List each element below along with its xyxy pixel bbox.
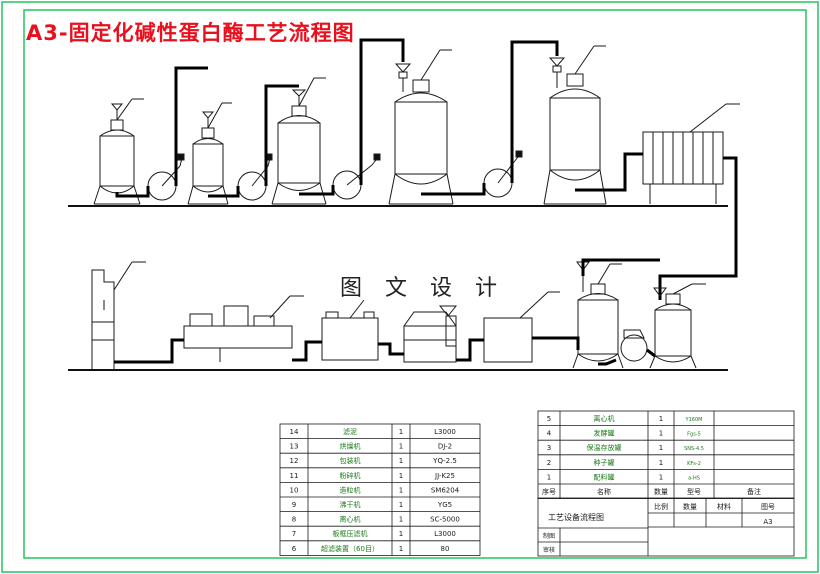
pump-1 bbox=[147, 153, 185, 201]
parts-row-name: 发酵罐 bbox=[594, 429, 615, 438]
parts-row-name: 烘燥机 bbox=[340, 442, 361, 451]
parts-row-name: 离心机 bbox=[594, 414, 615, 423]
parts-row-no: 1 bbox=[547, 473, 551, 481]
parts-row-qty: 1 bbox=[399, 545, 403, 553]
vessel-lower-b bbox=[649, 283, 706, 369]
parts-row-model: Y160M bbox=[685, 417, 703, 423]
title-block-cell: 比例 bbox=[654, 502, 668, 511]
parts-row-model: JJ-K25 bbox=[434, 472, 455, 480]
title-block-cell: 数量 bbox=[683, 502, 697, 511]
parts-row-name: 滤泥 bbox=[343, 427, 357, 436]
parts-row-name: 配料罐 bbox=[594, 472, 615, 481]
parts-row-no: 12 bbox=[290, 457, 299, 465]
parts-row-model: DJ-2 bbox=[438, 443, 452, 451]
title-block-cell: 图号 bbox=[761, 503, 775, 511]
parts-row-qty: 1 bbox=[399, 443, 403, 451]
parts-row-qty: 1 bbox=[399, 472, 403, 480]
vessel-1 bbox=[93, 98, 144, 205]
parts-row-qty: 1 bbox=[399, 501, 403, 509]
parts-row-no: 14 bbox=[290, 428, 299, 436]
parts-header-no: 序号 bbox=[542, 487, 556, 496]
parts-row-model: KFs-2 bbox=[687, 461, 701, 467]
parts-row-name: 保温存放罐 bbox=[587, 443, 622, 452]
vessel-3 bbox=[271, 77, 327, 205]
inner-border bbox=[23, 9, 807, 559]
sheet-size: A3 bbox=[763, 518, 772, 526]
parts-row-qty: 1 bbox=[659, 444, 663, 452]
title-block-cell: 材料 bbox=[717, 502, 731, 511]
parts-header-name: 名称 bbox=[597, 487, 611, 496]
parts-row-model: YG5 bbox=[437, 501, 452, 509]
drawing-name: 工艺设备流程图 bbox=[548, 512, 604, 522]
parts-row-no: 5 bbox=[547, 415, 551, 423]
parts-row-model: SC-5000 bbox=[430, 516, 460, 524]
checked-by-label: 审核 bbox=[543, 546, 555, 554]
parts-header-note: 备注 bbox=[747, 487, 761, 496]
parts-row-qty: 1 bbox=[399, 428, 403, 436]
vessel-4 bbox=[388, 49, 454, 205]
parts-row-model: YQ-2.5 bbox=[432, 457, 457, 465]
pump-4 bbox=[483, 150, 523, 198]
parts-row-qty: 1 bbox=[399, 516, 403, 524]
vessel-lower-a bbox=[572, 261, 624, 369]
parts-row-model: SNS-4.5 bbox=[684, 446, 704, 452]
parts-row-model: L3000 bbox=[434, 530, 456, 538]
parts-row-name: 粉碎机 bbox=[340, 471, 361, 480]
pump-lower bbox=[620, 329, 648, 362]
parts-row-qty: 1 bbox=[399, 457, 403, 465]
parts-row-model: SM6204 bbox=[431, 486, 460, 494]
parts-row-qty: 1 bbox=[659, 459, 663, 467]
parts-row-no: 3 bbox=[547, 444, 551, 452]
parts-row-qty: 1 bbox=[399, 486, 403, 494]
parts-row-name: 超滤装置（60目） bbox=[321, 544, 379, 553]
dryer bbox=[403, 305, 458, 363]
parts-row-no: 8 bbox=[292, 516, 296, 524]
vessel-5 bbox=[543, 45, 607, 205]
parts-row-model: Fgs-5 bbox=[687, 432, 701, 438]
granulator bbox=[321, 299, 379, 361]
parts-row-no: 11 bbox=[290, 472, 299, 480]
lower-pipelines bbox=[114, 258, 660, 366]
pump-3 bbox=[332, 153, 381, 200]
parts-row-qty: 1 bbox=[659, 415, 663, 423]
parts-row-no: 7 bbox=[292, 530, 296, 538]
parts-row-model: 80 bbox=[441, 545, 450, 553]
parts-row-no: 10 bbox=[290, 486, 299, 494]
upper-pipelines bbox=[115, 38, 738, 300]
pulverizer bbox=[183, 295, 304, 362]
parts-row-name: 沸干机 bbox=[340, 500, 361, 509]
parts-header-model: 型号 bbox=[687, 487, 701, 496]
parts-row-name: 板框压滤机 bbox=[333, 529, 368, 538]
parts-row-no: 6 bbox=[292, 545, 297, 553]
vessel-2 bbox=[187, 102, 232, 205]
parts-row-model: L3000 bbox=[434, 428, 456, 436]
parts-row-qty: 1 bbox=[659, 430, 663, 438]
parts-row-name: 种子罐 bbox=[594, 458, 615, 467]
parts-header-qty: 数量 bbox=[654, 487, 668, 496]
parts-row-name: 造粒机 bbox=[340, 485, 361, 494]
parts-row-no: 4 bbox=[547, 430, 552, 438]
parts-row-name: 包装机 bbox=[340, 456, 361, 465]
parts-row-qty: 1 bbox=[399, 530, 403, 538]
drawing-title: A3-固定化碱性蛋白酶工艺流程图 bbox=[26, 21, 355, 45]
parts-row-no: 2 bbox=[547, 459, 551, 467]
parts-row-no: 13 bbox=[290, 443, 299, 451]
parts-row-no: 9 bbox=[292, 501, 296, 509]
heat-exchanger bbox=[642, 103, 740, 204]
packaging-machine bbox=[91, 261, 146, 370]
centrifuge bbox=[483, 291, 560, 363]
watermark-text: 图 文 设 计 bbox=[340, 276, 505, 301]
parts-row-qty: 1 bbox=[659, 473, 663, 481]
drawn-by-label: 制图 bbox=[543, 532, 555, 540]
parts-row-model: a-HS bbox=[688, 475, 700, 481]
parts-row-name: 离心机 bbox=[340, 515, 361, 524]
